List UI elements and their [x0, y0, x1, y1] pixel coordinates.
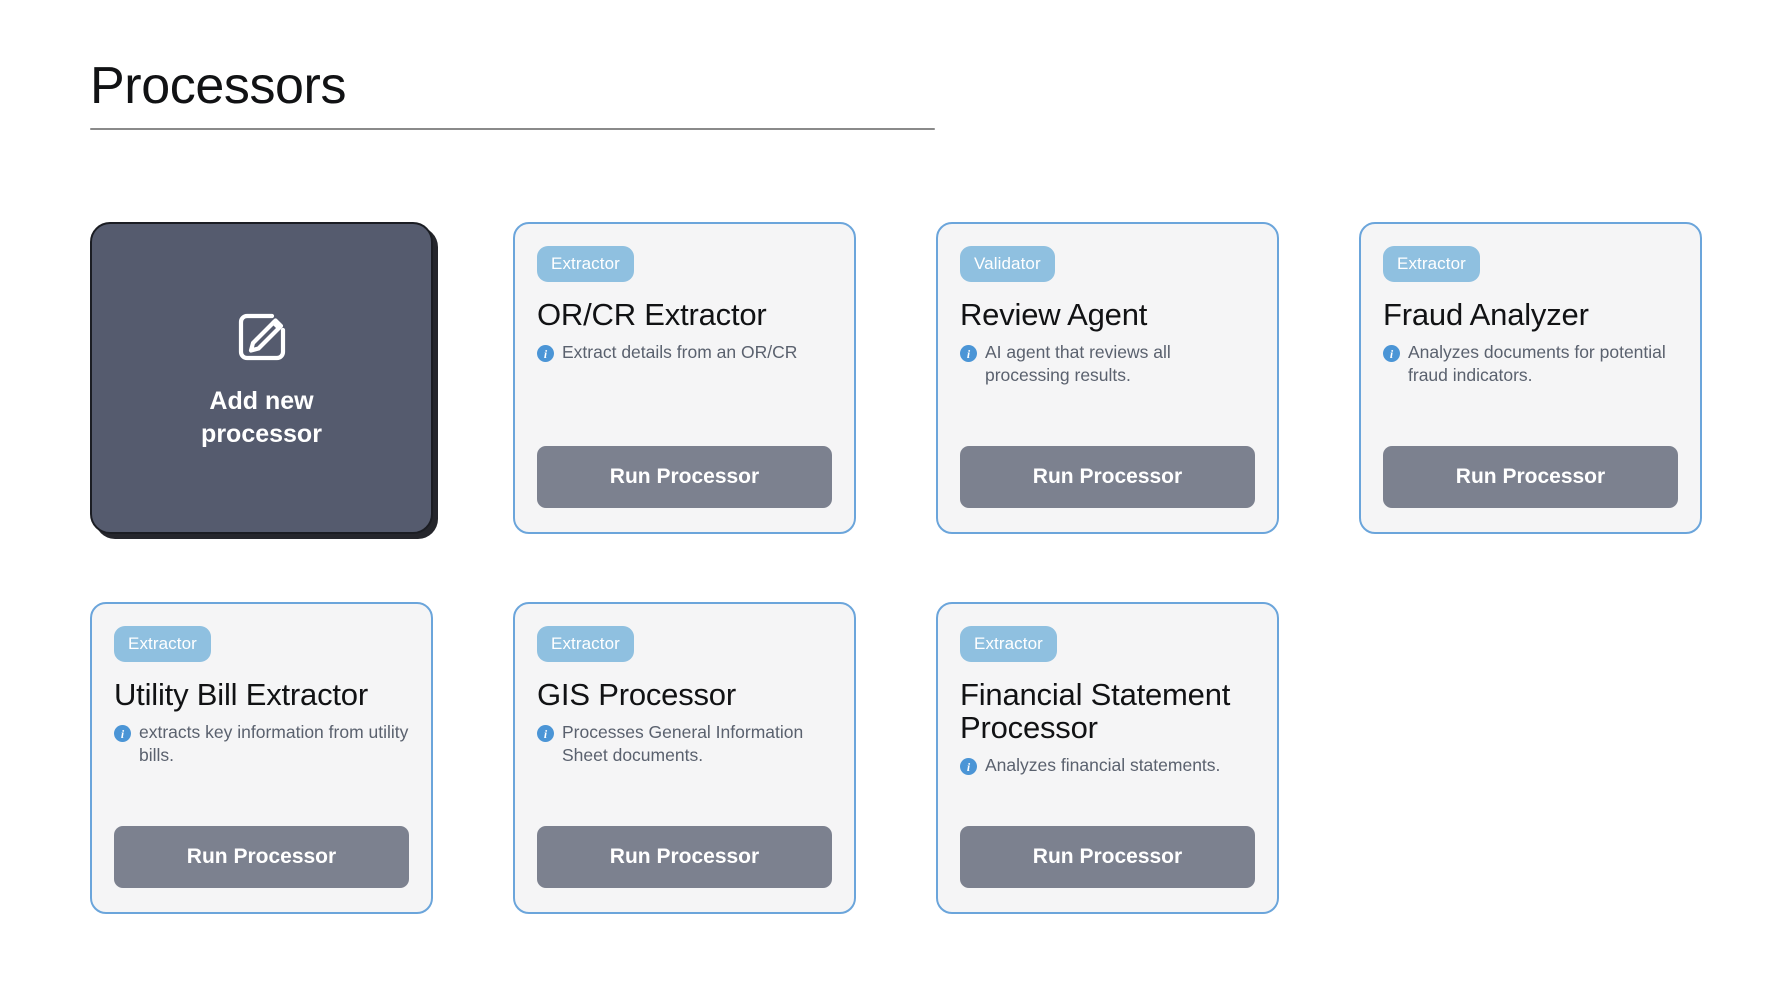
title-divider	[90, 128, 935, 131]
run-processor-button[interactable]: Run Processor	[960, 446, 1255, 508]
processor-title: Review Agent	[960, 297, 1148, 332]
status-badge: Extractor	[537, 246, 634, 282]
status-badge: Validator	[960, 246, 1055, 282]
processor-title: Utility Bill Extractor	[114, 677, 368, 712]
processor-description-text: Processes General Information Sheet docu…	[562, 722, 804, 765]
processor-title: Fraud Analyzer	[1383, 297, 1589, 332]
processor-description-text: Analyzes documents for potential fraud i…	[1408, 342, 1666, 385]
info-icon: i	[537, 345, 554, 363]
processor-description-text: Extract details from an OR/CR	[562, 342, 798, 363]
add-label-line-2: processor	[201, 420, 322, 448]
page-header: Processors	[90, 57, 935, 131]
svg-text:i: i	[544, 348, 548, 361]
svg-text:i: i	[544, 728, 548, 741]
processor-description-text: AI agent that reviews all processing res…	[985, 342, 1171, 385]
processor-card[interactable]: Extractor Fraud Analyzer i Analyzes docu…	[1359, 222, 1702, 534]
processor-card[interactable]: Extractor Utility Bill Extractor i extra…	[90, 602, 433, 914]
processor-title: GIS Processor	[537, 677, 736, 712]
processor-title: OR/CR Extractor	[537, 297, 767, 332]
svg-text:i: i	[1390, 348, 1394, 361]
edit-square-pencil-icon	[230, 305, 294, 369]
svg-text:i: i	[967, 348, 971, 361]
processor-card[interactable]: Extractor GIS Processor i Processes Gene…	[513, 602, 856, 914]
processor-description: i Analyzes financial statements.	[960, 754, 1255, 776]
processor-description: i Processes General Information Sheet do…	[537, 721, 832, 766]
info-icon: i	[537, 725, 554, 743]
status-badge: Extractor	[1383, 246, 1480, 282]
page-title: Processors	[90, 57, 347, 115]
processor-description-text: Analyzes financial statements.	[985, 755, 1221, 776]
run-processor-button[interactable]: Run Processor	[960, 826, 1255, 888]
info-icon: i	[1383, 345, 1400, 363]
run-processor-button[interactable]: Run Processor	[1383, 446, 1678, 508]
run-processor-button[interactable]: Run Processor	[114, 826, 409, 888]
processor-card[interactable]: Extractor OR/CR Extractor i Extract deta…	[513, 222, 856, 534]
add-new-processor-card[interactable]: Add new processor	[90, 222, 433, 534]
processor-card[interactable]: Validator Review Agent i AI agent that r…	[936, 222, 1279, 534]
processor-description-text: extracts key information from utility bi…	[139, 722, 409, 765]
processor-description: i extracts key information from utility …	[114, 721, 409, 766]
status-badge: Extractor	[960, 626, 1057, 662]
processor-description: i AI agent that reviews all processing r…	[960, 341, 1255, 386]
status-badge: Extractor	[114, 626, 211, 662]
info-icon: i	[960, 758, 977, 776]
info-icon: i	[960, 345, 977, 363]
add-label-line-1: Add new	[209, 387, 314, 415]
info-icon: i	[114, 725, 131, 743]
processor-description: i Extract details from an OR/CR	[537, 341, 832, 363]
run-processor-button[interactable]: Run Processor	[537, 446, 832, 508]
processors-grid: Add new processor Extractor OR/CR Extract…	[90, 222, 1730, 914]
status-badge: Extractor	[537, 626, 634, 662]
processor-card[interactable]: Extractor Financial Statement Processor …	[936, 602, 1279, 914]
add-new-processor-label: Add new processor	[201, 385, 322, 451]
svg-text:i: i	[967, 761, 971, 774]
run-processor-button[interactable]: Run Processor	[537, 826, 832, 888]
processor-description: i Analyzes documents for potential fraud…	[1383, 341, 1678, 386]
svg-text:i: i	[121, 728, 125, 741]
processor-title: Financial Statement Processor	[960, 677, 1231, 746]
